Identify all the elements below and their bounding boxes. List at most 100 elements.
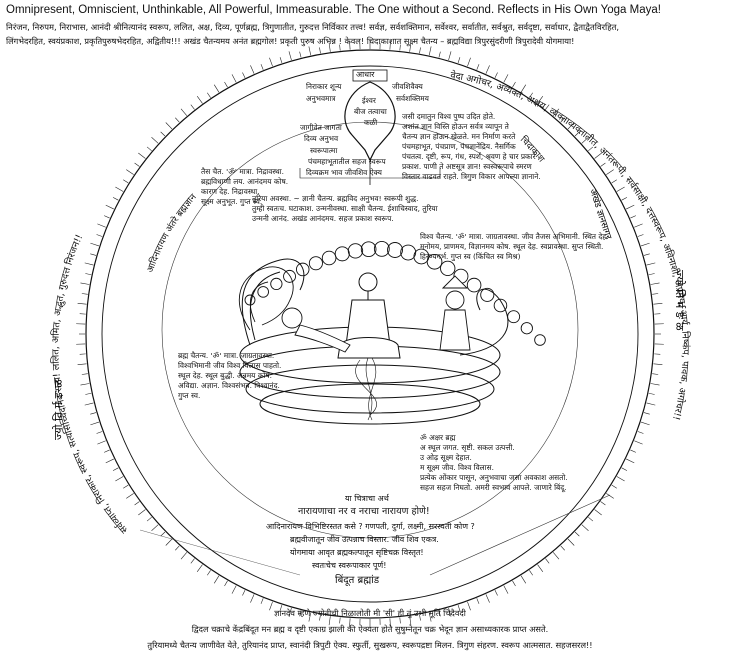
ray bbox=[653, 302, 663, 305]
ray bbox=[652, 293, 659, 295]
ray bbox=[537, 95, 544, 104]
ray bbox=[134, 501, 140, 506]
bottom-yog: योगमाया आवृत ब्रह्मकल्पातून सृष्टिचक्र व… bbox=[290, 548, 424, 557]
aadhar-box bbox=[352, 69, 388, 82]
bead bbox=[360, 241, 377, 258]
ray bbox=[637, 234, 644, 237]
bead bbox=[493, 298, 508, 313]
bead bbox=[257, 286, 269, 298]
bead bbox=[334, 246, 350, 262]
bottom-bindu: बिंदूत ब्रह्मांड bbox=[335, 575, 380, 586]
divya-anubhav-label: दिव्य अनुभव bbox=[304, 134, 339, 143]
ray bbox=[520, 575, 527, 584]
ray bbox=[288, 607, 292, 617]
ray bbox=[588, 516, 594, 522]
ray bbox=[260, 64, 264, 70]
ray bbox=[319, 47, 321, 54]
ray bbox=[616, 476, 625, 482]
ray bbox=[653, 363, 663, 366]
bead-chain bbox=[244, 240, 546, 346]
ray bbox=[77, 363, 87, 366]
bottom-artha: या चित्राचा अर्थ bbox=[345, 494, 389, 503]
bottom-narayan: नारायणाचा नर व नराचा नारायण होणे! bbox=[298, 506, 430, 517]
bottom-swa: स्वतःचेच स्वरूपाकार पूर्ण! bbox=[312, 561, 387, 570]
ray bbox=[503, 585, 509, 594]
om-left-vertical: ज्यो ति र्म ङ ळ bbox=[52, 379, 65, 440]
bead bbox=[507, 310, 521, 324]
header-english: Omnipresent, Omniscient, Unthinkable, Al… bbox=[6, 4, 661, 16]
ray bbox=[207, 570, 211, 576]
ray bbox=[399, 617, 401, 624]
ray bbox=[600, 501, 606, 506]
ray bbox=[115, 476, 124, 482]
ray bbox=[146, 516, 152, 522]
ray bbox=[242, 72, 246, 78]
ray bbox=[648, 392, 655, 395]
ray bbox=[529, 570, 533, 576]
ray bbox=[224, 580, 228, 587]
nirakar-label: निराकार शून्य bbox=[306, 82, 342, 91]
ray bbox=[84, 262, 94, 266]
ray bbox=[567, 122, 575, 130]
ray bbox=[457, 604, 461, 611]
header-line-2: लिंगभेदरहित, स्वयंप्रकाश, प्रकृतिपुरुषभे… bbox=[6, 36, 575, 46]
ray bbox=[560, 117, 565, 123]
ray bbox=[467, 601, 471, 611]
ray bbox=[80, 282, 90, 285]
ray bbox=[85, 273, 92, 276]
yogi-figure bbox=[337, 272, 401, 359]
ray bbox=[438, 610, 441, 617]
ray bbox=[646, 262, 656, 266]
ray bbox=[611, 484, 617, 489]
bead bbox=[440, 260, 456, 277]
kali-label: कळी bbox=[364, 118, 378, 127]
ray bbox=[299, 51, 302, 58]
bead bbox=[387, 242, 403, 258]
ray bbox=[138, 152, 146, 159]
ray bbox=[485, 65, 490, 74]
divyakam-label: दिव्यक्रम भाव जीवशिव ऐक्य bbox=[306, 168, 382, 177]
ray bbox=[621, 467, 628, 471]
ray bbox=[231, 585, 237, 594]
ray bbox=[115, 186, 124, 192]
ray bbox=[419, 614, 421, 621]
bead bbox=[400, 244, 417, 261]
ray bbox=[90, 412, 97, 415]
right-upper-text: जसी दमातुन विश्व पुष्प उदित होते.अशांत ज… bbox=[402, 112, 541, 181]
ray bbox=[269, 57, 273, 67]
ray bbox=[175, 117, 180, 123]
footer-line-1: ज्ञानदेव म्हणे ज्योतीची निळालोती मी 'सी'… bbox=[274, 608, 466, 618]
sarvashakti-label: सर्वशक्तिमय bbox=[396, 94, 429, 103]
ray bbox=[648, 273, 655, 276]
ray bbox=[104, 215, 110, 219]
ray bbox=[231, 74, 237, 83]
ray bbox=[288, 51, 292, 61]
ray bbox=[537, 564, 544, 573]
footer-line-3: तुरियामध्ये चैतन्य जाणीवेत येते, तुरियान… bbox=[147, 640, 593, 650]
ray bbox=[389, 40, 391, 50]
ray bbox=[606, 493, 614, 499]
ray bbox=[652, 373, 659, 375]
ray bbox=[634, 223, 643, 228]
reclining-figure bbox=[281, 307, 351, 353]
ray bbox=[467, 57, 471, 67]
outer-ring bbox=[85, 49, 655, 619]
footer-line-2: द्विदल चक्राचे केंद्रबिंदूत मन ब्रह्म व … bbox=[191, 624, 549, 634]
bead bbox=[480, 287, 495, 302]
ray bbox=[90, 421, 100, 426]
ray bbox=[96, 234, 103, 237]
ray bbox=[213, 84, 220, 93]
ray bbox=[399, 44, 401, 51]
ray bbox=[160, 531, 166, 537]
header-line-1: निरंजन, निरुपम, निराभास, आनंदी श्रीनित्य… bbox=[6, 22, 620, 32]
ray bbox=[104, 449, 110, 453]
inner-circle bbox=[161, 121, 579, 539]
standing-figure bbox=[439, 275, 471, 351]
ray bbox=[85, 392, 92, 395]
ray bbox=[190, 104, 195, 110]
ray bbox=[640, 242, 650, 247]
sheshnag-coils bbox=[239, 258, 509, 425]
ray bbox=[180, 108, 188, 116]
ray bbox=[419, 47, 421, 54]
ray bbox=[165, 538, 173, 546]
